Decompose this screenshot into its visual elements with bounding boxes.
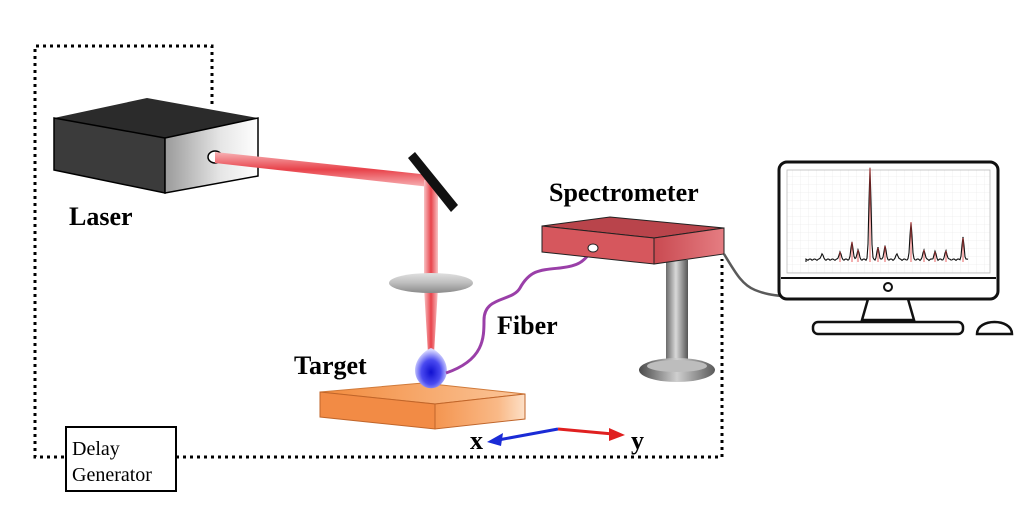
monitor-screen <box>786 169 991 274</box>
spectrometer-box-icon <box>541 216 725 265</box>
target-label: Target <box>294 351 367 380</box>
trigger-wiring <box>33 44 724 459</box>
delay-generator-box <box>65 426 177 492</box>
monitor-power-button <box>883 282 893 292</box>
laser-label: Laser <box>69 202 133 231</box>
spectrum-peaks <box>839 168 964 262</box>
laser-beam-focused <box>424 288 438 370</box>
delay-generator-label-line2: Generator <box>72 464 152 486</box>
delay-generator-label-line1: Delay <box>72 438 120 460</box>
spectrometer-stand <box>639 260 715 382</box>
focusing-lens-icon <box>389 273 473 293</box>
target-block <box>319 382 526 430</box>
laser-beam-vertical <box>424 180 438 278</box>
spectrometer-label: Spectrometer <box>549 178 699 207</box>
axis-arrows <box>487 427 625 446</box>
mirror-icon <box>408 152 458 212</box>
fiber-label: Fiber <box>497 311 558 340</box>
optical-fiber <box>445 249 594 375</box>
trigger-wire-spectrometer <box>176 259 724 459</box>
laser-box-icon <box>53 98 259 194</box>
y-arrowhead <box>609 428 625 441</box>
mouse-icon <box>975 320 1014 336</box>
keyboard-icon <box>811 320 965 336</box>
axis-x-label: x <box>470 426 483 455</box>
data-cable <box>722 253 783 298</box>
x-arrowhead <box>487 433 503 446</box>
plasma-plume-icon <box>415 348 447 389</box>
laser-beam-horizontal <box>215 152 430 187</box>
axis-y-label: y <box>631 426 644 455</box>
spectrometer-port <box>587 243 599 253</box>
spectrum-trace <box>805 167 969 262</box>
monitor-icon <box>777 160 1000 322</box>
